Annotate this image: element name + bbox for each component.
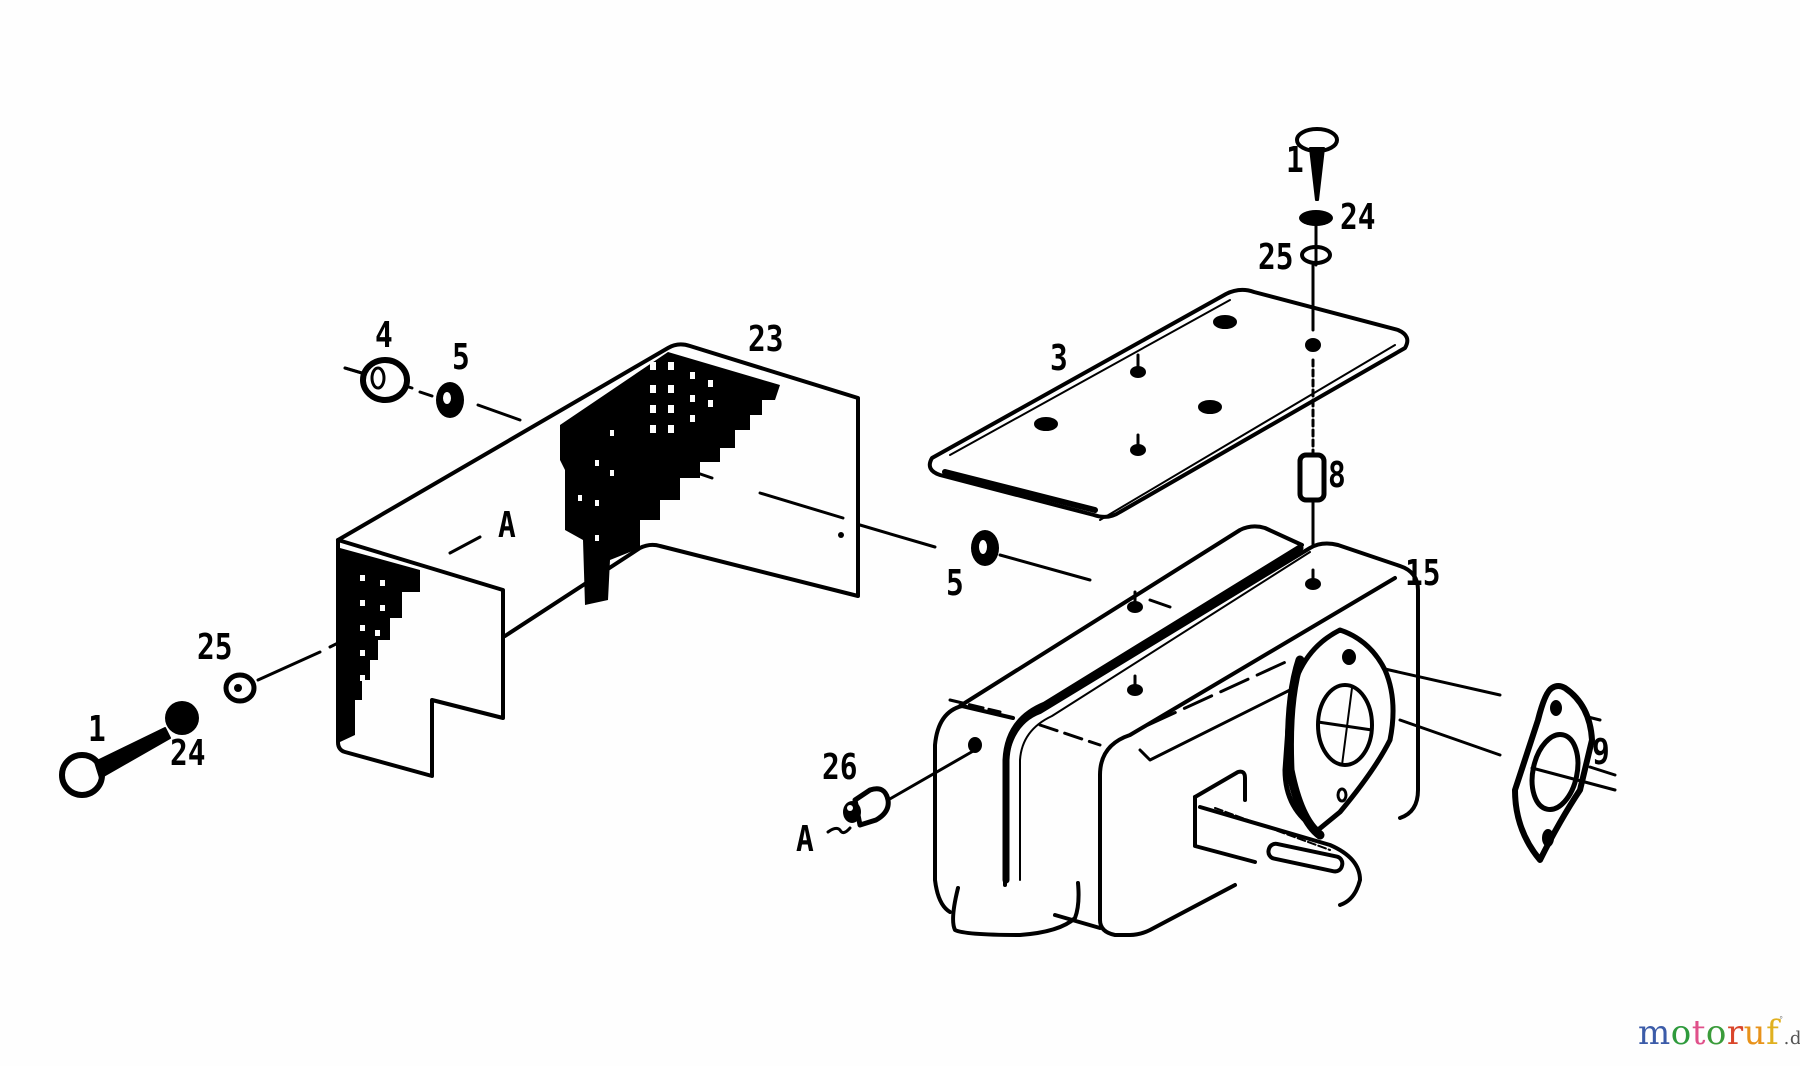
heat-guard-part-23 bbox=[336, 342, 860, 778]
nut-part-4 bbox=[343, 357, 414, 403]
sleeve-part-26 bbox=[826, 786, 891, 835]
logo-letter-u: u bbox=[1743, 1013, 1767, 1053]
callout-9: 9 bbox=[1592, 732, 1610, 773]
callout-1-left: 1 bbox=[88, 709, 106, 750]
perforation-holes bbox=[358, 362, 713, 705]
washer-part-5-left bbox=[436, 382, 464, 418]
callout-4: 4 bbox=[375, 315, 393, 356]
callout-5-left: 5 bbox=[452, 337, 470, 378]
callout-24-left: 24 bbox=[170, 733, 206, 774]
washer-24-left bbox=[165, 701, 199, 735]
callout-3: 3 bbox=[1050, 338, 1068, 379]
logo-letter-o2: o bbox=[1705, 1013, 1727, 1053]
callout-23: 23 bbox=[748, 319, 784, 360]
left-screw-stack bbox=[59, 672, 257, 798]
spacer-sleeve-part-8 bbox=[1297, 452, 1327, 503]
top-screw-stack bbox=[1295, 127, 1339, 267]
washer-part-5-middle bbox=[971, 530, 999, 566]
motoruf-watermark-logo: motoruf° .de bbox=[1638, 1013, 1800, 1053]
washer-24-top bbox=[1299, 210, 1333, 226]
callout-5-middle: 5 bbox=[946, 563, 964, 604]
callout-15: 15 bbox=[1405, 553, 1441, 594]
callout-25-left: 25 bbox=[197, 627, 233, 668]
logo-letter-t: t bbox=[1691, 1013, 1706, 1053]
callout-a-sleeve: A bbox=[796, 819, 814, 860]
logo-tld: .de bbox=[1783, 1028, 1800, 1049]
callout-25-top: 25 bbox=[1258, 237, 1294, 278]
perforation-pattern-top bbox=[560, 352, 780, 605]
callout-1-top: 1 bbox=[1286, 140, 1304, 181]
logo-letter-o1: o bbox=[1670, 1013, 1692, 1053]
callout-24-top: 24 bbox=[1340, 197, 1376, 238]
callout-26: 26 bbox=[822, 747, 858, 788]
perforation-pattern-front bbox=[340, 548, 420, 742]
muffler-part-15 bbox=[933, 524, 1420, 937]
logo-letter-r: r bbox=[1726, 1013, 1744, 1053]
callout-8: 8 bbox=[1328, 455, 1346, 496]
cover-plate-part-3 bbox=[927, 287, 1410, 521]
callout-a-guard: A bbox=[498, 505, 516, 546]
logo-letter-f: f bbox=[1766, 1013, 1780, 1053]
logo-letter-m: m bbox=[1638, 1013, 1671, 1053]
logo-reg-mark: ° bbox=[1779, 1015, 1784, 1024]
gasket-part-9 bbox=[1512, 683, 1617, 863]
